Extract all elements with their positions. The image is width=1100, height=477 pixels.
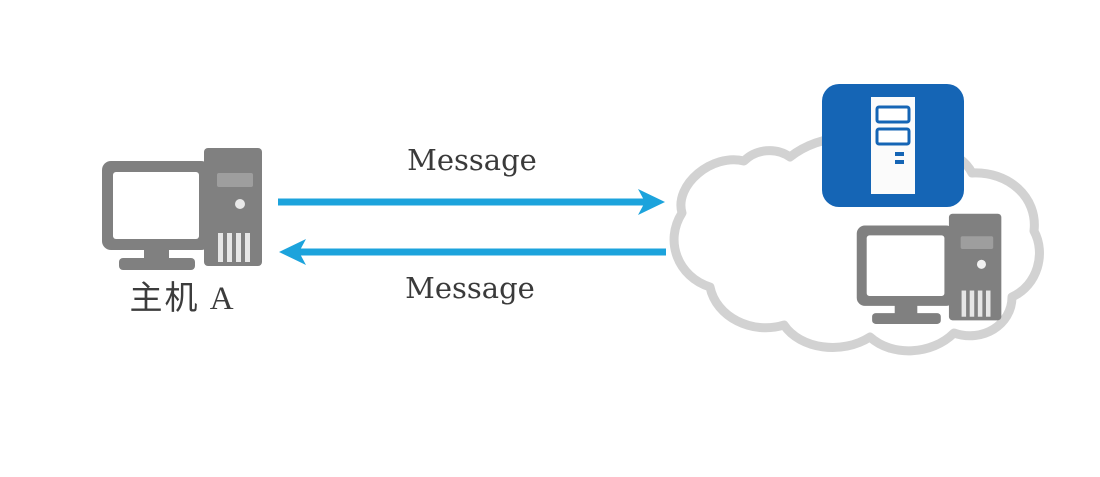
- network-cloud-node[interactable]: [660, 75, 1050, 360]
- desktop-computer-icon: [100, 145, 265, 280]
- arrow-forward-group: Message: [276, 140, 668, 215]
- host-a-node[interactable]: 主机 A: [100, 145, 280, 330]
- desktop-computer-icon: [852, 211, 1007, 333]
- server-tile-icon: [822, 84, 964, 207]
- message-label-back: Message: [405, 271, 535, 305]
- host-a-label: 主机 A: [129, 281, 236, 317]
- arrow-back-group: Message: [272, 236, 668, 311]
- message-label-forward: Message: [407, 143, 537, 177]
- arrow-right-icon: [278, 189, 665, 215]
- arrow-left-icon: [279, 239, 666, 265]
